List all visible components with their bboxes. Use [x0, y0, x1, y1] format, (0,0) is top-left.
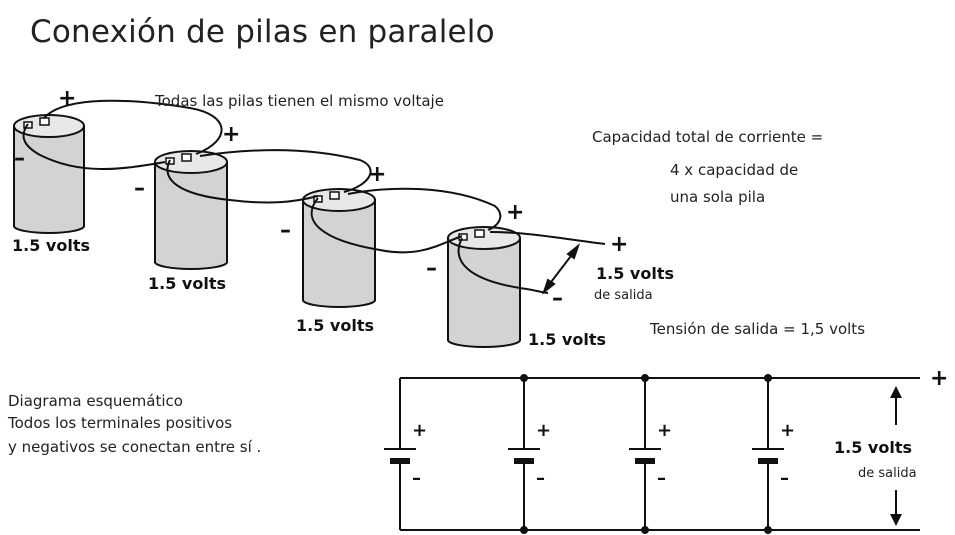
schematic-cell-3-positive: +: [657, 420, 673, 441]
same-voltage-note: Todas las pilas tienen el mismo voltaje: [155, 92, 444, 110]
battery-1-positive-sign: +: [58, 86, 77, 111]
battery-3-label: 1.5 volts: [296, 316, 374, 335]
schematic-cell-4-positive: +: [780, 420, 796, 441]
schematic-cell-2-negative: –: [536, 468, 545, 489]
schematic-output-positive: +: [930, 366, 949, 391]
output-negative-sign: –: [552, 286, 563, 311]
schematic-output-caption: de salida: [858, 466, 917, 481]
negative-wires: [22, 123, 549, 294]
battery-3-positive-sign: +: [368, 162, 387, 187]
battery-1-negative-sign: –: [14, 146, 25, 171]
schematic-description-1: Todos los terminales positivos: [8, 414, 233, 432]
schematic-heading: Diagrama esquemático: [8, 392, 183, 410]
battery-2-positive-sign: +: [222, 122, 241, 147]
battery-3: [302, 188, 376, 308]
schematic-cell-2-positive: +: [536, 420, 552, 441]
output-positive-sign: +: [610, 232, 629, 257]
battery-2-label: 1.5 volts: [148, 274, 226, 293]
schematic-cell-3-negative: –: [657, 468, 666, 489]
battery-4-label: 1.5 volts: [528, 330, 606, 349]
schematic-cell-4-negative: –: [780, 468, 789, 489]
battery-4-positive-sign: +: [506, 200, 525, 225]
battery-3-negative-sign: –: [280, 218, 291, 243]
capacity-line-3: una sola pila: [670, 188, 766, 206]
schematic-output-voltage: 1.5 volts: [834, 438, 912, 457]
schematic-cell-1-negative: –: [412, 468, 421, 489]
capacity-line-2: 4 x capacidad de: [670, 161, 799, 179]
positive-wires: [43, 99, 606, 245]
output-arrow: [541, 243, 581, 295]
schematic-cell-1-positive: +: [412, 420, 428, 441]
battery-2: [154, 150, 228, 270]
battery-4-negative-sign: –: [426, 256, 437, 281]
output-voltage-caption: de salida: [594, 288, 653, 303]
battery-1-label: 1.5 volts: [12, 236, 90, 255]
output-voltage-label: 1.5 volts: [596, 264, 674, 283]
battery-1: [13, 114, 85, 234]
schematic: [384, 374, 920, 534]
schematic-description-2: y negativos se conectan entre sí .: [8, 438, 262, 456]
page-title: Conexión de pilas en paralelo: [30, 14, 495, 50]
capacity-line-1: Capacidad total de corriente =: [592, 128, 824, 146]
schematic-arrowheads: [890, 386, 902, 526]
output-voltage-statement: Tensión de salida = 1,5 volts: [650, 320, 866, 338]
battery-2-negative-sign: –: [134, 176, 145, 201]
